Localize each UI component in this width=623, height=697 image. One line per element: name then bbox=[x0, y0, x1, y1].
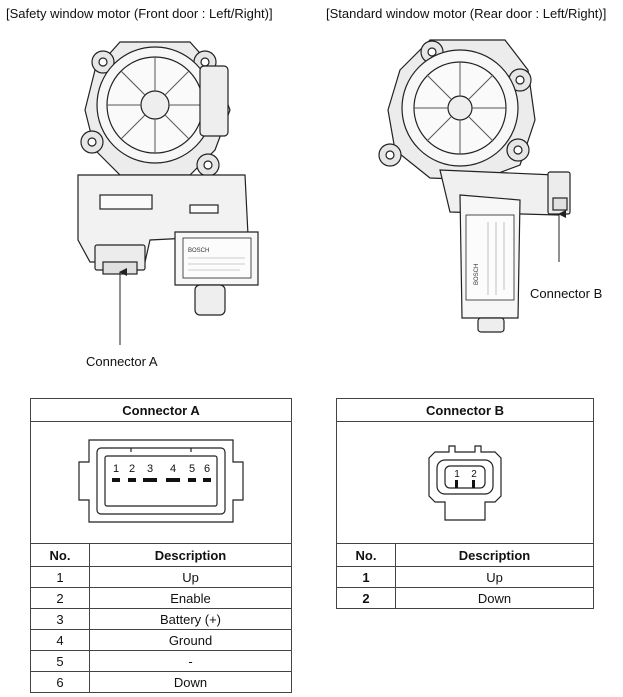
connector-a-face-cell: 1 2 3 4 5 6 bbox=[30, 421, 292, 544]
connector-b-no-header: No. bbox=[336, 543, 396, 567]
connector-b-table: Connector B 1 2 No. Descrip bbox=[336, 398, 594, 609]
table-row: 1 Up bbox=[30, 566, 292, 588]
table-row: 2 Down bbox=[336, 587, 594, 609]
connector-b-face-cell: 1 2 bbox=[336, 421, 594, 544]
pin-number: 1 bbox=[30, 566, 90, 588]
pin-description: Down bbox=[395, 587, 594, 609]
connector-b-callout: Connector B bbox=[530, 286, 603, 301]
connector-b-face-drawing: 1 2 bbox=[428, 445, 502, 521]
rear-motor-caption: [Standard window motor (Rear door : Left… bbox=[326, 6, 607, 21]
pin-number: 1 bbox=[336, 566, 396, 588]
connector-a-pin-label: 1 bbox=[113, 463, 119, 475]
pin-number: 2 bbox=[336, 587, 396, 609]
front-motor-caption: [Safety window motor (Front door : Left/… bbox=[6, 6, 273, 21]
connector-a-pin-label: 3 bbox=[147, 463, 153, 475]
pin-description: Up bbox=[89, 566, 292, 588]
pin-description: Enable bbox=[89, 587, 292, 609]
motor-illustrations: BOSCH bbox=[77, 39, 571, 345]
table-row: 4 Ground bbox=[30, 629, 292, 651]
pin-number: 5 bbox=[30, 650, 90, 672]
pin-number: 2 bbox=[30, 587, 90, 609]
connector-a-description-header: Description bbox=[89, 543, 292, 567]
connector-a-pin-label: 4 bbox=[170, 463, 176, 475]
pin-description: Up bbox=[395, 566, 594, 588]
connector-a-face-drawing: 1 2 3 4 5 6 bbox=[78, 439, 244, 523]
connector-b-pin-label: 1 bbox=[454, 469, 460, 480]
pin-description: Battery (+) bbox=[89, 608, 292, 630]
connector-a-pin-label: 2 bbox=[129, 463, 135, 475]
connector-a-no-header: No. bbox=[30, 543, 90, 567]
pin-description: - bbox=[89, 650, 292, 672]
pin-number: 4 bbox=[30, 629, 90, 651]
pin-number: 6 bbox=[30, 671, 90, 693]
rear-motor-brand-label: BOSCH bbox=[474, 264, 480, 285]
table-row: 6 Down bbox=[30, 671, 292, 693]
connector-a-callout: Connector A bbox=[86, 354, 158, 369]
connector-b-description-header: Description bbox=[395, 543, 594, 567]
connector-a-title: Connector A bbox=[30, 398, 292, 422]
table-row: 3 Battery (+) bbox=[30, 608, 292, 630]
front-motor-brand-label: BOSCH bbox=[188, 248, 209, 254]
connector-a-table: Connector A bbox=[30, 398, 292, 693]
pin-description: Ground bbox=[89, 629, 292, 651]
standard-window-motor-illustration: BOSCH bbox=[378, 39, 571, 333]
safety-window-motor-illustration: BOSCH bbox=[77, 41, 259, 316]
table-row: 2 Enable bbox=[30, 587, 292, 609]
connector-a-pin-label: 6 bbox=[204, 463, 210, 475]
pin-description: Down bbox=[89, 671, 292, 693]
connector-b-title: Connector B bbox=[336, 398, 594, 422]
table-row: 5 - bbox=[30, 650, 292, 672]
table-row: 1 Up bbox=[336, 566, 594, 588]
connector-a-pin-label: 5 bbox=[189, 463, 195, 475]
connector-b-pin-label: 2 bbox=[471, 469, 477, 480]
pin-number: 3 bbox=[30, 608, 90, 630]
